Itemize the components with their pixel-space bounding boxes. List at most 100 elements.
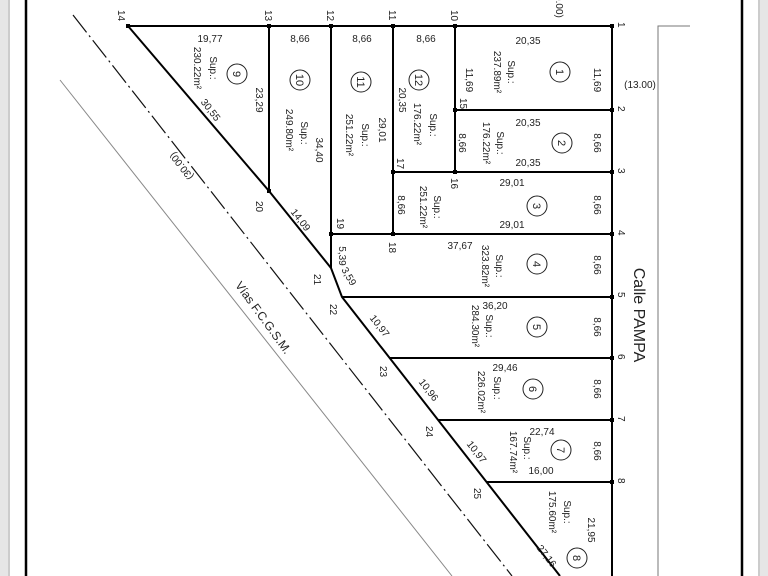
lot-7: 7 Sup.: 167.74m² xyxy=(507,431,572,474)
point-22: 22 xyxy=(327,304,338,316)
lot-area: 323.82m² xyxy=(479,245,490,288)
lot-sup-label: Sup.: xyxy=(359,123,370,146)
dim-lot5-rail: 10,97 xyxy=(367,313,391,340)
dim-lot6-right: 8,66 xyxy=(591,379,602,399)
dim-lot4-right: 8,66 xyxy=(591,255,602,275)
dim-lot11-side: 29,01 xyxy=(376,117,387,142)
dim-lot6-rail: 10,96 xyxy=(416,377,440,404)
lot-number: 10 xyxy=(293,74,305,86)
lot-labels: 1 Sup.: 237.89m² 2 Sup.: 176.22m² 3 Sup.… xyxy=(191,47,588,569)
lot-sup-label: Sup.: xyxy=(493,254,504,277)
point-1: 1 xyxy=(615,22,626,28)
dim-top-width: (30.00) xyxy=(553,0,564,18)
lot-sup-label: Sup.: xyxy=(521,436,532,459)
point-7: 7 xyxy=(615,416,626,422)
lot-sup-label: Sup.: xyxy=(494,131,505,154)
dim-lot11-front: 8,66 xyxy=(352,34,372,45)
lot-sup-label: Sup.: xyxy=(298,121,309,144)
lot-number: 1 xyxy=(553,69,565,75)
lot-9: 9 Sup.: 230.22m² xyxy=(191,47,248,90)
point-24: 24 xyxy=(423,426,434,438)
lot-number: 2 xyxy=(555,140,567,146)
dim-lot2-top: 20,35 xyxy=(515,118,540,129)
street-boundary-line xyxy=(657,25,690,576)
dim-lot2-right: 8,66 xyxy=(591,133,602,153)
dim-lot10-side: 34,40 xyxy=(313,137,324,162)
dim-lot5-right: 8,66 xyxy=(591,317,602,337)
dim-lot2-left: 8,66 xyxy=(456,133,467,153)
lot-area: 176.22m² xyxy=(411,103,422,146)
dim-lot10-front: 8,66 xyxy=(290,34,310,45)
lot-number: 3 xyxy=(530,203,542,209)
dim-lot12-side: 20,35 xyxy=(396,87,407,112)
point-25: 25 xyxy=(471,488,482,500)
point-16: 16 xyxy=(448,178,459,190)
dim-lot5-top: 36,20 xyxy=(482,301,507,312)
point-13: 13 xyxy=(262,10,273,22)
point-11: 11 xyxy=(386,10,397,21)
dim-lot3-left: 8,66 xyxy=(395,195,406,215)
lot-number: 5 xyxy=(530,324,542,330)
lot-sup-label: Sup.: xyxy=(207,56,218,79)
railway-label: Vías F.C.G.S.M. xyxy=(232,279,294,357)
dim-lot4-left-a: 5,39 xyxy=(336,246,347,266)
lot-area: 226.02m² xyxy=(475,371,486,414)
point-12: 12 xyxy=(324,10,335,22)
lot-boundaries xyxy=(127,25,613,576)
point-4: 4 xyxy=(615,230,626,236)
lot-11: 11 Sup.: 251.22m² xyxy=(343,71,372,157)
lot-2: 2 Sup.: 176.22m² xyxy=(480,122,573,165)
lot-5: 5 Sup.: 284.30m² xyxy=(469,305,548,348)
point-5: 5 xyxy=(615,292,626,298)
lot-1: 1 Sup.: 237.89m² xyxy=(491,51,571,94)
dim-lot4-top: 37,67 xyxy=(447,241,472,252)
point-15: 15 xyxy=(457,98,468,110)
lot-number: 4 xyxy=(530,261,542,267)
dim-lot9-front: 19,77 xyxy=(197,34,222,45)
lot-area: 237.89m² xyxy=(491,51,502,94)
dim-lot3-right: 8,66 xyxy=(591,195,602,215)
point-3: 3 xyxy=(615,168,626,174)
point-14: 14 xyxy=(115,10,126,22)
dim-lot7-right: 8,66 xyxy=(591,441,602,461)
dim-lot3-top: 29,01 xyxy=(499,178,524,189)
point-19: 19 xyxy=(334,218,345,230)
dim-lot3-bottom: 29,01 xyxy=(499,220,524,231)
lot-number: 7 xyxy=(554,447,566,453)
point-20: 20 xyxy=(253,201,264,213)
lot-area: 251.22m² xyxy=(417,186,428,229)
lot-sup-label: Sup.: xyxy=(483,314,494,337)
dim-street-width: (13.00) xyxy=(624,80,656,91)
lot-8: 8 Sup.: 175.60m² xyxy=(546,491,588,569)
point-2: 2 xyxy=(615,106,626,112)
point-21: 21 xyxy=(311,274,322,286)
lot-6: 6 Sup.: 226.02m² xyxy=(475,371,544,414)
lot-area: 249.80m² xyxy=(283,109,294,152)
lot-number: 8 xyxy=(570,555,582,561)
point-6: 6 xyxy=(615,354,626,360)
dim-lot7-rail: 10,97 xyxy=(464,439,488,466)
point-23: 23 xyxy=(377,366,388,378)
street-label: Calle PAMPA xyxy=(630,268,647,363)
dim-lot1-top: 20,35 xyxy=(515,36,540,47)
point-18: 18 xyxy=(386,242,397,254)
dim-lot7-bottom: 16,00 xyxy=(528,466,553,477)
vertex-markers xyxy=(126,24,614,484)
railway-boundary-line xyxy=(59,79,453,576)
dim-lot6-top: 29,46 xyxy=(492,363,517,374)
dim-lot1-right: 11,69 xyxy=(591,68,602,93)
left-margin-band xyxy=(0,0,8,576)
point-10: 10 xyxy=(448,10,459,22)
dim-lot8-rail: 27,16 xyxy=(534,543,558,570)
lot-3: 3 Sup.: 251.22m² xyxy=(417,186,548,229)
point-8: 8 xyxy=(615,478,626,484)
lot-area: 176.22m² xyxy=(480,122,491,165)
lot-sup-label: Sup.: xyxy=(431,195,442,218)
lot-area: 167.74m² xyxy=(507,431,518,474)
dim-lot12-front: 8,66 xyxy=(416,34,436,45)
dim-lot8-right: 21,95 xyxy=(585,517,596,542)
dim-lot9-side: 23,29 xyxy=(253,87,264,112)
lot-area: 230.22m² xyxy=(191,47,202,90)
lot-area: 284.30m² xyxy=(469,305,480,348)
